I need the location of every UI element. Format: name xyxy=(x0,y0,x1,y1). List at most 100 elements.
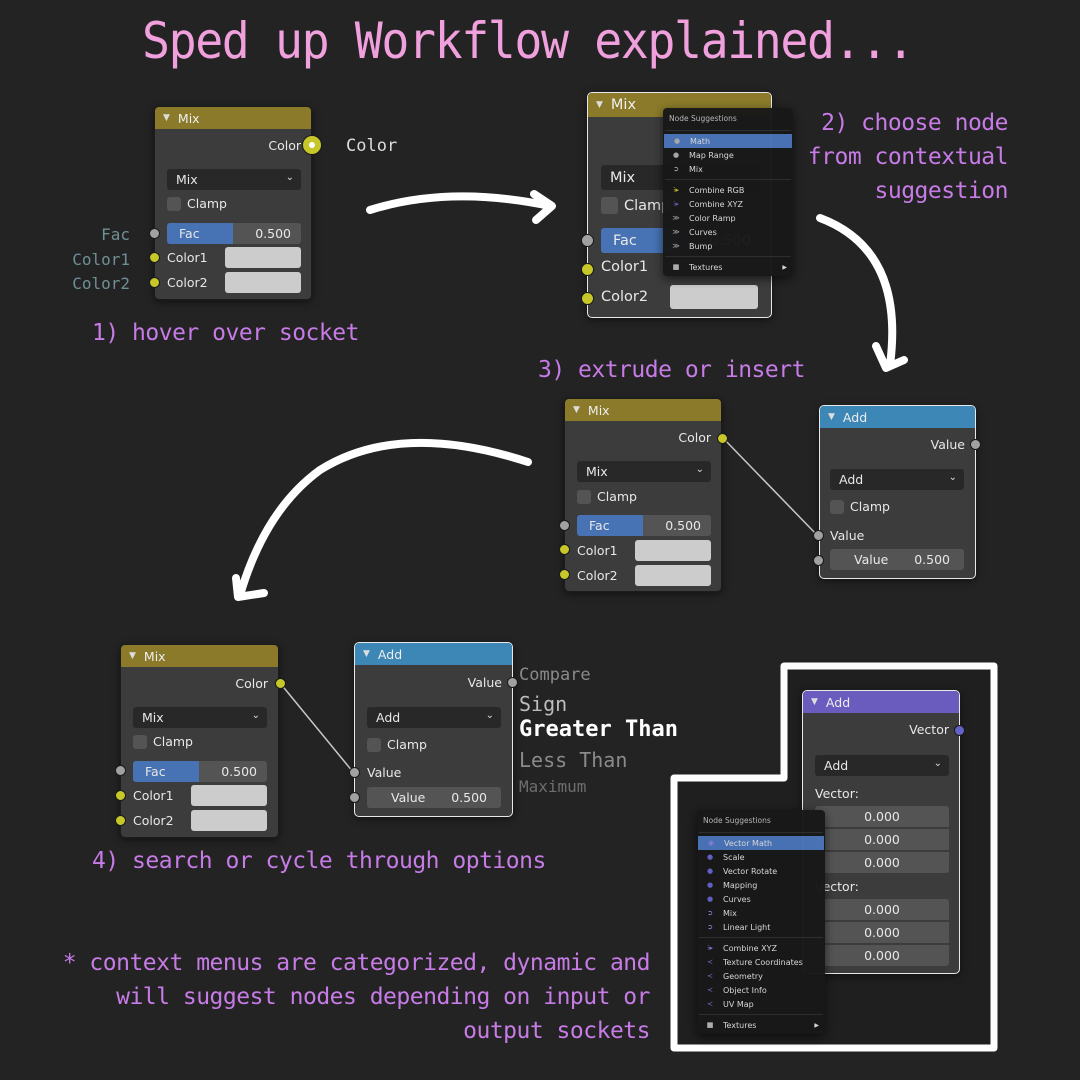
menu-item-textures-submenu[interactable]: ▦Textures▶ xyxy=(697,1018,825,1032)
color1-swatch[interactable] xyxy=(191,785,267,806)
fac-input-socket[interactable] xyxy=(559,520,570,531)
menu-item-combine-xyz[interactable]: ⁝▸Combine XYZ xyxy=(697,941,825,955)
operation-dropdown[interactable]: Add⌄ xyxy=(830,469,964,490)
node-suggestions-menu-2[interactable]: Node Suggestions ◉Vector Math ●Scale ●Ve… xyxy=(697,810,825,1034)
vector2-z-field[interactable]: 0.000 xyxy=(815,945,949,966)
clamp-checkbox[interactable]: Clamp xyxy=(577,489,637,504)
collapse-triangle-icon[interactable]: ▼ xyxy=(129,651,136,661)
menu-item-scale[interactable]: ●Scale xyxy=(697,850,825,864)
value-output-socket[interactable] xyxy=(970,439,981,450)
collapse-triangle-icon[interactable]: ▼ xyxy=(573,405,580,415)
vector2-x-field[interactable]: 0.000 xyxy=(815,899,949,920)
vector1-y-field[interactable]: 0.000 xyxy=(815,829,949,850)
menu-item-color-ramp[interactable]: ≫Color Ramp xyxy=(663,211,793,225)
menu-item-textures-submenu[interactable]: ▦Textures▶ xyxy=(663,260,793,274)
color-output-socket-hovered[interactable] xyxy=(302,135,322,155)
checkbox-box[interactable] xyxy=(577,489,591,504)
collapse-triangle-icon[interactable]: ▼ xyxy=(828,412,835,422)
menu-item-mapping[interactable]: ●Mapping xyxy=(697,878,825,892)
menu-item-combine-rgb[interactable]: ⁝▸Combine RGB xyxy=(663,183,793,197)
operation-dropdown[interactable]: Add⌄ xyxy=(815,755,949,776)
value-output-socket[interactable] xyxy=(507,677,518,688)
menu-item-mix[interactable]: ➲Mix xyxy=(663,162,793,176)
node-header[interactable]: ▼Add xyxy=(355,643,512,665)
vector-math-node[interactable]: ▼Add Vector Add⌄ Vector: 0.000 0.000 0.0… xyxy=(802,690,960,974)
node-header[interactable]: ▼Mix xyxy=(155,107,311,129)
menu-item-bump[interactable]: ≫Bump xyxy=(663,239,793,253)
node-header[interactable]: ▼Add xyxy=(803,691,959,713)
checkbox-box[interactable] xyxy=(601,197,618,214)
menu-item-vector-rotate[interactable]: ●Vector Rotate xyxy=(697,864,825,878)
cycle-option-less-than[interactable]: Less Than xyxy=(519,748,628,772)
menu-item-geometry[interactable]: ≺Geometry xyxy=(697,969,825,983)
blend-mode-dropdown[interactable]: Mix⌄ xyxy=(133,707,267,728)
color2-swatch[interactable] xyxy=(191,810,267,831)
fac-input-socket[interactable] xyxy=(115,765,126,776)
clamp-checkbox[interactable]: Clamp xyxy=(601,197,670,214)
color1-swatch[interactable] xyxy=(635,540,711,561)
clamp-checkbox[interactable]: Clamp xyxy=(367,737,427,752)
operation-dropdown[interactable]: Add⌄ xyxy=(367,707,501,728)
node-header[interactable]: ▼Mix xyxy=(565,399,721,421)
node-header[interactable]: ▼Mix xyxy=(121,645,278,667)
value-input-socket-2[interactable] xyxy=(349,792,360,803)
cycle-option-greater-than[interactable]: Greater Than xyxy=(519,717,678,742)
clamp-checkbox[interactable]: Clamp xyxy=(133,734,193,749)
value-input-socket-1[interactable] xyxy=(349,767,360,778)
value-input-socket-1[interactable] xyxy=(813,530,824,541)
fac-input-socket[interactable] xyxy=(581,234,594,247)
cycle-option-maximum[interactable]: Maximum xyxy=(519,777,587,796)
clamp-checkbox[interactable]: Clamp xyxy=(167,196,227,211)
color1-input-socket[interactable] xyxy=(115,790,126,801)
collapse-triangle-icon[interactable]: ▼ xyxy=(363,649,370,659)
menu-item-map-range[interactable]: ●Map Range xyxy=(663,148,793,162)
color2-swatch[interactable] xyxy=(635,565,711,586)
collapse-triangle-icon[interactable]: ▼ xyxy=(811,697,818,707)
blend-mode-dropdown[interactable]: Mix⌄ xyxy=(167,169,301,190)
menu-item-combine-xyz[interactable]: ⁝▸Combine XYZ xyxy=(663,197,793,211)
checkbox-box[interactable] xyxy=(367,737,381,752)
menu-item-curves[interactable]: ●Curves xyxy=(697,892,825,906)
color1-input-socket[interactable] xyxy=(149,252,160,263)
menu-item-mix[interactable]: ➲Mix xyxy=(697,906,825,920)
checkbox-box[interactable] xyxy=(167,196,181,211)
checkbox-box[interactable] xyxy=(830,499,844,514)
color2-swatch[interactable] xyxy=(670,285,758,309)
menu-item-object-info[interactable]: ≺Object Info xyxy=(697,983,825,997)
node-header[interactable]: ▼Add xyxy=(820,406,975,428)
color2-input-socket[interactable] xyxy=(115,815,126,826)
node-suggestions-menu-1[interactable]: Node Suggestions ●Math ●Map Range ➲Mix ⁝… xyxy=(663,108,793,276)
color1-input-socket[interactable] xyxy=(559,544,570,555)
color-output-socket[interactable] xyxy=(275,678,286,689)
color1-input-socket[interactable] xyxy=(581,263,594,276)
menu-item-uv-map[interactable]: ≺UV Map xyxy=(697,997,825,1011)
collapse-triangle-icon[interactable]: ▼ xyxy=(596,100,603,110)
color2-input-socket[interactable] xyxy=(559,569,570,580)
menu-item-linear-light[interactable]: ➲Linear Light xyxy=(697,920,825,934)
menu-item-curves[interactable]: ≫Curves xyxy=(663,225,793,239)
vector1-z-field[interactable]: 0.000 xyxy=(815,852,949,873)
vector-output-socket[interactable] xyxy=(954,725,965,736)
checkbox-box[interactable] xyxy=(133,734,147,749)
menu-item-vector-math[interactable]: ◉Vector Math xyxy=(698,836,824,850)
clamp-checkbox[interactable]: Clamp xyxy=(830,499,890,514)
menu-item-texture-coordinates[interactable]: ≺Texture Coordinates xyxy=(697,955,825,969)
color-output-socket[interactable] xyxy=(717,433,728,444)
fac-input-socket[interactable] xyxy=(149,228,160,239)
menu-item-math[interactable]: ●Math xyxy=(664,134,792,148)
vector1-x-field[interactable]: 0.000 xyxy=(815,806,949,827)
value-input-socket-2[interactable] xyxy=(813,555,824,566)
collapse-triangle-icon[interactable]: ▼ xyxy=(163,113,170,123)
cycle-option-sign[interactable]: Sign xyxy=(519,692,568,716)
color2-input-socket[interactable] xyxy=(149,277,160,288)
blend-mode-dropdown[interactable]: Mix⌄ xyxy=(577,461,711,482)
